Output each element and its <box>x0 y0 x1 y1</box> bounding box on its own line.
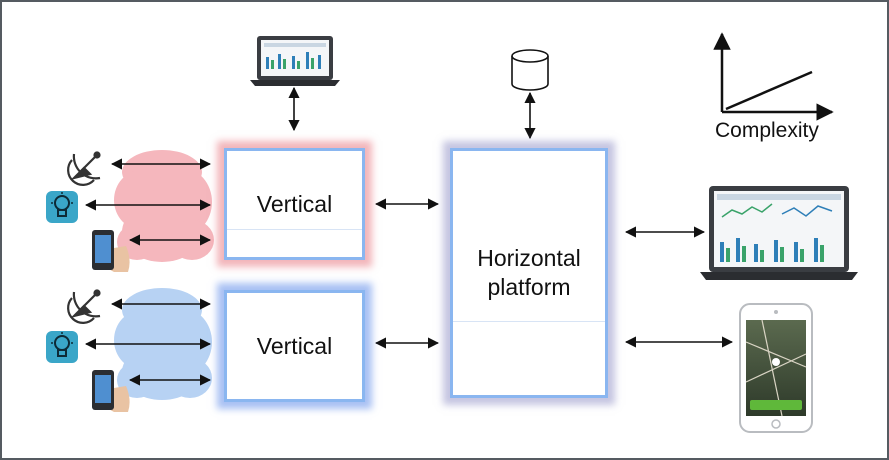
horizontal-label-line2: platform <box>487 274 571 300</box>
horizontal-platform-box: Horizontal platform <box>450 148 608 398</box>
laptop-icon <box>700 186 858 280</box>
smartphone-in-hand-icon <box>92 370 130 412</box>
horizontal-label-line1: Horizontal <box>477 245 581 272</box>
box-seam <box>227 229 362 230</box>
smartphone-map-icon <box>739 303 813 433</box>
light-bulb-icon <box>46 191 78 223</box>
satellite-dish-icon <box>67 151 101 186</box>
smartphone-in-hand-icon <box>92 230 130 272</box>
vertical-bottom-label: Vertical <box>256 332 333 359</box>
database-icon <box>511 49 549 91</box>
complexity-graph-icon <box>713 32 834 121</box>
cloud-top <box>114 150 214 262</box>
horizontal-platform-label: Horizontal platform <box>477 244 581 302</box>
laptop-icon <box>250 36 340 86</box>
satellite-dish-icon <box>67 289 101 324</box>
vertical-box-bottom: Vertical <box>224 290 365 402</box>
vertical-top-label: Vertical <box>256 190 333 217</box>
vertical-box-top: Vertical <box>224 148 365 260</box>
connection-arrows <box>84 86 734 386</box>
light-bulb-icon <box>46 331 78 363</box>
box-seam <box>453 321 605 322</box>
complexity-label: Complexity <box>715 119 819 142</box>
